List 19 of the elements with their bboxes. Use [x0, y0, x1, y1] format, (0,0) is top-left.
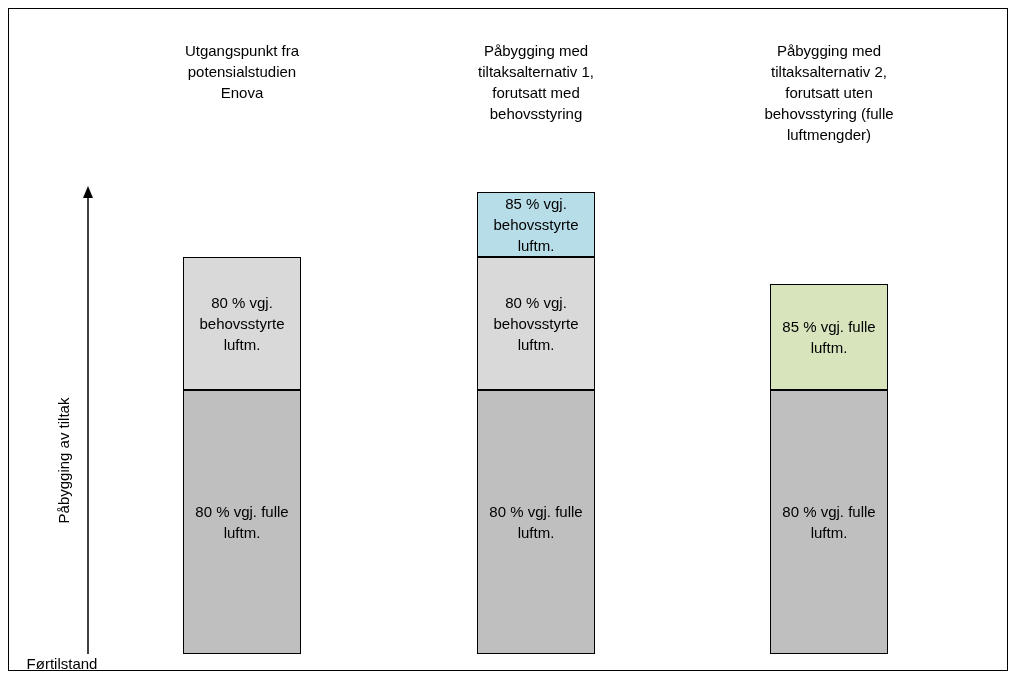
axis-label: Påbygging av tiltak: [54, 397, 74, 523]
block-label: 85 % vgj. behovsstyrte luftm.: [492, 194, 580, 256]
block-label: 80 % vgj. behovsstyrte luftm.: [198, 293, 286, 355]
axis-label: Førtilstand: [25, 654, 99, 674]
column-heading: Utgangspunkt fra potensialstudien Enova: [183, 41, 301, 103]
block-label: 80 % vgj. fulle luftm.: [194, 502, 290, 543]
block-label: 80 % vgj. fulle luftm.: [488, 502, 584, 543]
block-label: 80 % vgj. fulle luftm.: [781, 502, 877, 543]
block-label: 85 % vgj. fulle luftm.: [781, 317, 877, 358]
stacked-block: [770, 390, 888, 654]
stacked-block: [477, 390, 595, 654]
column-heading: Påbygging med tiltaksalternativ 1, forutsatt med behovsstyring: [477, 41, 595, 124]
column-heading: Påbygging med tiltaksalternativ 2, forutsatt uten behovsstyring (fulle luftmengder): [763, 41, 895, 145]
stacked-block: [183, 257, 301, 390]
stacked-block: [770, 284, 888, 390]
stacked-block: [183, 390, 301, 654]
stacked-block: [477, 192, 595, 257]
stacked-block: [477, 257, 595, 390]
block-label: 80 % vgj. behovsstyrte luftm.: [492, 293, 580, 355]
